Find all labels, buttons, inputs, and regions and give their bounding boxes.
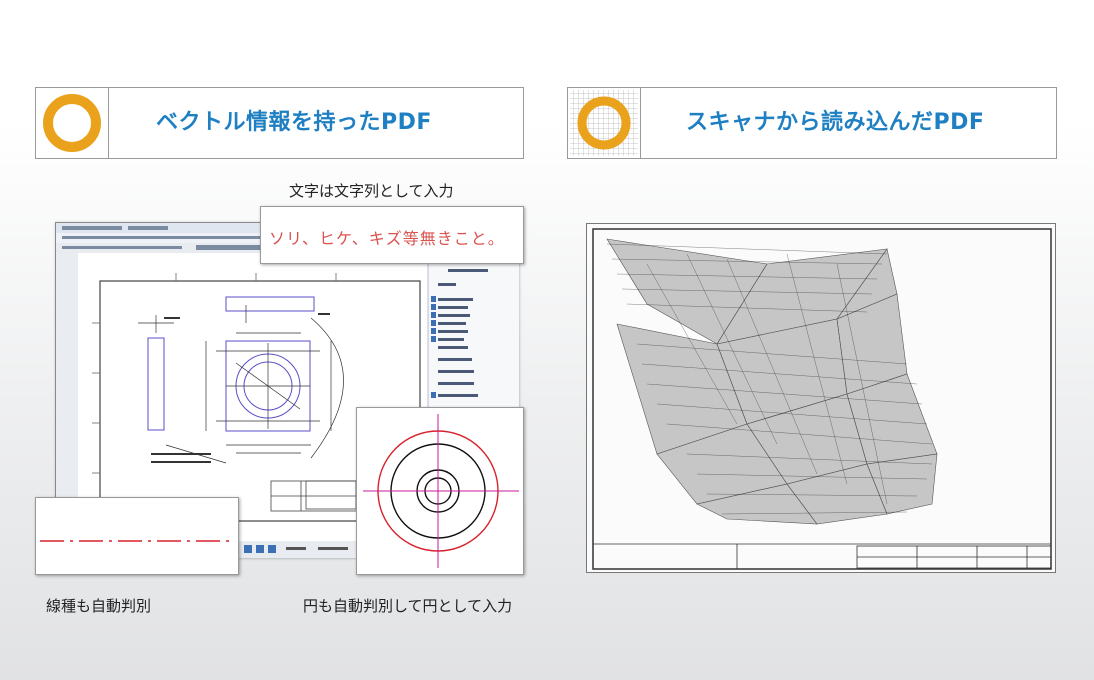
vector-pdf-title: ベクトル情報を持ったPDF bbox=[156, 110, 432, 135]
scanned-pdf-header: スキャナから読み込んだPDF bbox=[567, 87, 1057, 159]
scanned-drawing-image bbox=[592, 228, 1052, 570]
orange-circle-on-grid-icon bbox=[570, 90, 638, 156]
circle-callout bbox=[356, 407, 524, 575]
linetype-caption: 線種も自動判別 bbox=[46, 597, 152, 615]
scanned-drawing bbox=[586, 223, 1056, 573]
text-sample: ソリ、ヒケ、キズ等無きこと。 bbox=[269, 229, 505, 248]
circle-caption: 円も自動判別して円として入力 bbox=[303, 597, 513, 615]
scanned-pdf-title: スキャナから読み込んだPDF bbox=[686, 110, 985, 135]
circle-drawing bbox=[363, 414, 519, 568]
dash-dot-line bbox=[40, 540, 234, 542]
text-sample-callout: ソリ、ヒケ、キズ等無きこと。 bbox=[260, 206, 524, 264]
icon-cell bbox=[36, 88, 109, 158]
linetype-callout bbox=[35, 497, 239, 575]
vector-pdf-header: ベクトル情報を持ったPDF bbox=[35, 87, 524, 159]
icon-cell bbox=[568, 88, 641, 158]
orange-circle-icon bbox=[43, 94, 101, 152]
text-input-caption: 文字は文字列として入力 bbox=[289, 182, 454, 200]
